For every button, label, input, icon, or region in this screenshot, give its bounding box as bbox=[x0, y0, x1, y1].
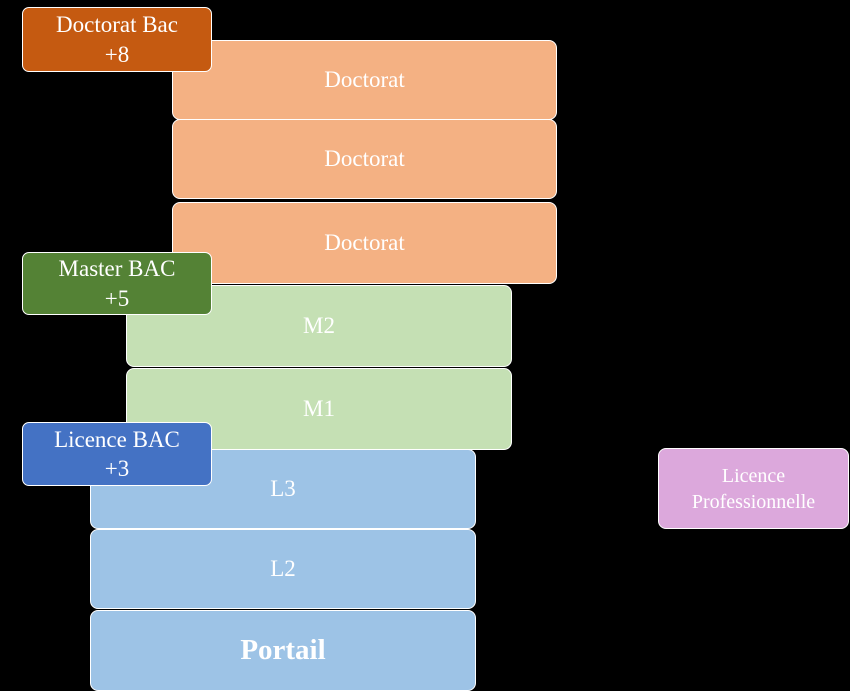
l3-text: L3 bbox=[270, 475, 296, 501]
doctorat-level-label-text: Doctorat Bac +8 bbox=[56, 12, 178, 67]
portail-block: Portail bbox=[90, 610, 476, 691]
m2-text: M2 bbox=[303, 312, 335, 338]
doctorat-level-label: Doctorat Bac +8 bbox=[22, 7, 212, 72]
m1-text: M1 bbox=[303, 395, 335, 421]
doctorat-year-3-text: Doctorat bbox=[324, 229, 405, 255]
doctorat-year-1-block: Doctorat bbox=[172, 40, 557, 120]
licence-professionnelle-block: Licence Professionnelle bbox=[658, 448, 849, 529]
licence-level-label: Licence BAC +3 bbox=[22, 422, 212, 486]
doctorat-year-2-text: Doctorat bbox=[324, 145, 405, 171]
licence-level-label-text: Licence BAC +3 bbox=[54, 426, 180, 481]
doctorat-year-1-text: Doctorat bbox=[324, 66, 405, 92]
l2-text: L2 bbox=[270, 555, 296, 581]
doctorat-year-3-block: Doctorat bbox=[172, 202, 557, 284]
licence-professionnelle-text: Licence Professionnelle bbox=[691, 464, 816, 513]
l2-block: L2 bbox=[90, 529, 476, 609]
doctorat-year-2-block: Doctorat bbox=[172, 119, 557, 199]
portail-text: Portail bbox=[240, 633, 326, 666]
master-level-label-text: Master BAC +5 bbox=[58, 256, 176, 311]
master-level-label: Master BAC +5 bbox=[22, 252, 212, 315]
